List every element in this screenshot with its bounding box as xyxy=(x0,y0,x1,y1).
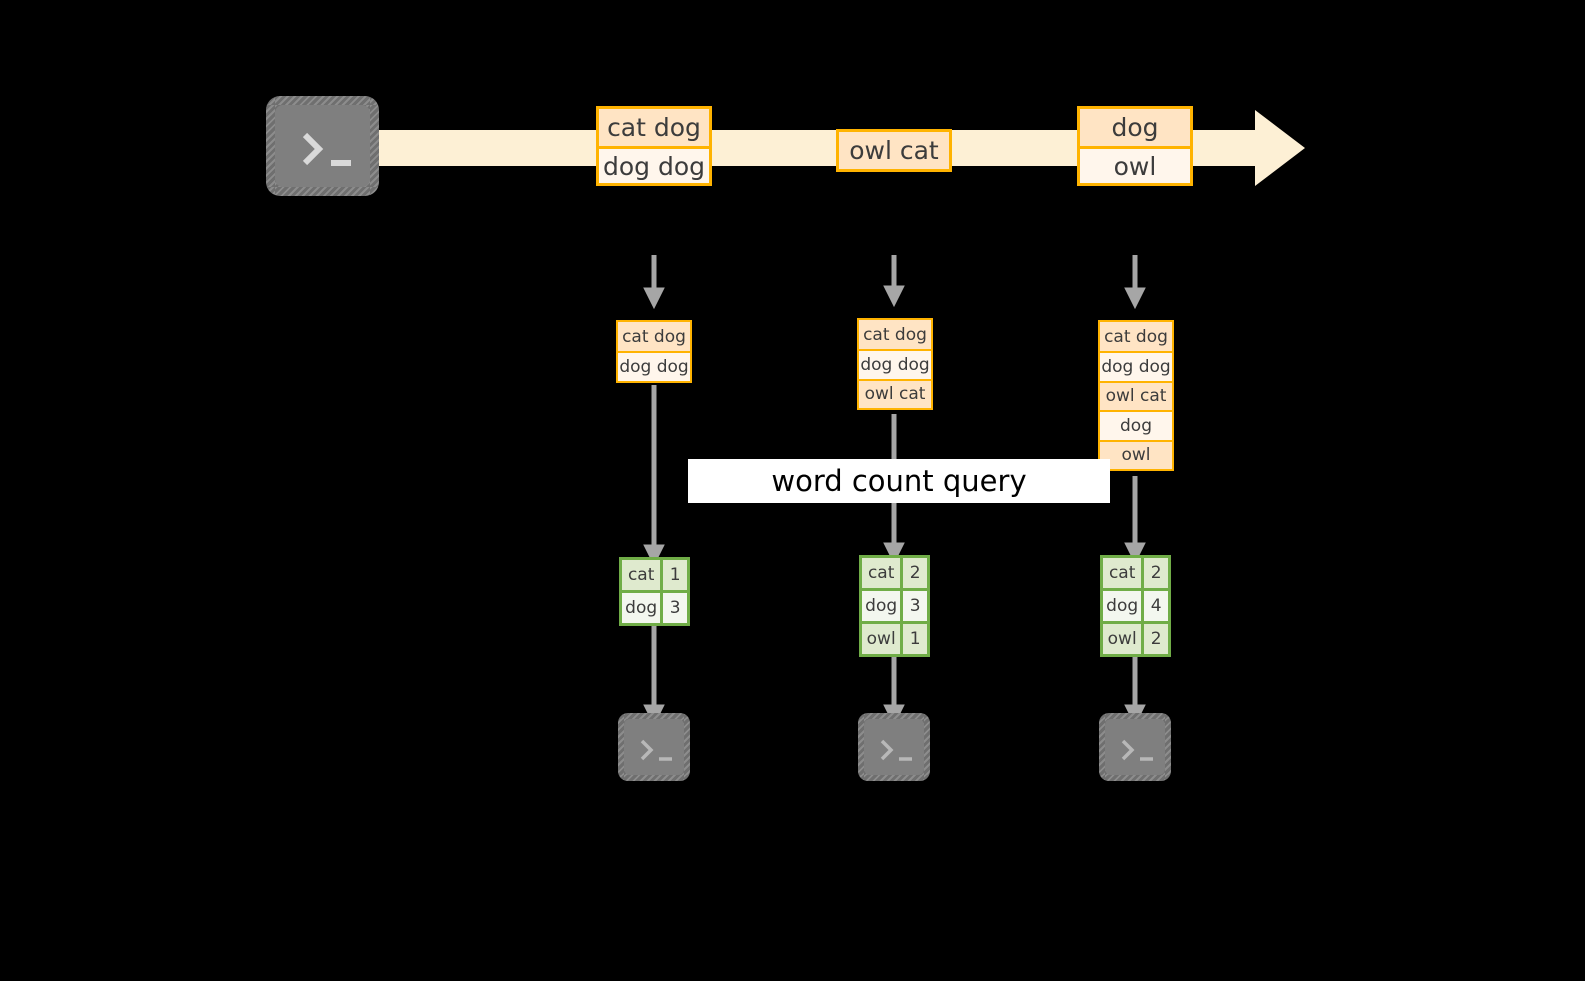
result-word: cat xyxy=(1103,558,1142,588)
result-word: dog xyxy=(862,591,901,621)
result-count: 1 xyxy=(660,560,687,590)
accumulated-message-row: dog dog xyxy=(1100,351,1172,381)
terminal-screen xyxy=(275,105,370,187)
accumulated-message-row: cat dog xyxy=(1100,322,1172,352)
result-count: 2 xyxy=(900,558,927,588)
query-banner: word count query xyxy=(688,459,1110,503)
stream-message-1: cat dog dog dog xyxy=(596,106,712,186)
terminal-screen xyxy=(1105,719,1165,775)
sink-terminal-icon-stage1 xyxy=(618,713,690,781)
terminal-screen xyxy=(624,719,684,775)
accumulated-message-row: cat dog xyxy=(618,322,690,352)
result-row: cat 2 xyxy=(1103,558,1168,588)
result-word: owl xyxy=(862,624,901,654)
result-row: cat 2 xyxy=(862,558,927,588)
result-word: dog xyxy=(622,593,661,623)
result-count: 2 xyxy=(1141,624,1168,654)
accumulated-message-row: dog dog xyxy=(859,349,931,379)
result-count: 4 xyxy=(1141,591,1168,621)
stream-message-line: dog xyxy=(1080,109,1190,146)
accumulated-message-row: owl cat xyxy=(1100,380,1172,411)
result-row: dog 3 xyxy=(862,588,927,621)
accumulated-messages-stage2: cat dog dog dog owl cat xyxy=(857,318,933,411)
query-banner-label: word count query xyxy=(771,464,1027,498)
accumulated-message-row: dog xyxy=(1100,410,1172,440)
result-row: dog 3 xyxy=(622,590,687,623)
accumulated-message-row: owl cat xyxy=(859,378,931,409)
result-table-stage2: cat 2 dog 3 owl 1 xyxy=(859,555,930,657)
result-table-stage1: cat 1 dog 3 xyxy=(619,557,690,626)
terminal-prompt-glyph xyxy=(640,739,672,761)
source-terminal-icon xyxy=(266,96,379,196)
terminal-prompt-glyph xyxy=(302,132,351,166)
result-row: owl 2 xyxy=(1103,621,1168,654)
sink-terminal-icon-stage2 xyxy=(858,713,930,781)
result-table-stage3: cat 2 dog 4 owl 2 xyxy=(1100,555,1171,657)
result-word: cat xyxy=(622,560,661,590)
accumulated-message-row: owl xyxy=(1100,439,1172,469)
accumulated-messages-stage1: cat dog dog dog xyxy=(616,320,692,383)
terminal-prompt-glyph xyxy=(1121,739,1153,761)
result-word: dog xyxy=(1103,591,1142,621)
accumulated-message-row: dog dog xyxy=(618,351,690,381)
stream-message-3: dog owl xyxy=(1077,106,1193,186)
stream-message-line: owl xyxy=(1080,146,1190,183)
result-row: dog 4 xyxy=(1103,588,1168,621)
result-count: 3 xyxy=(900,591,927,621)
stream-message-line: owl cat xyxy=(839,132,949,169)
result-count: 2 xyxy=(1141,558,1168,588)
result-word: owl xyxy=(1103,624,1142,654)
accumulated-messages-stage3: cat dog dog dog owl cat dog owl xyxy=(1098,320,1174,471)
sink-terminal-icon-stage3 xyxy=(1099,713,1171,781)
result-row: cat 1 xyxy=(622,560,687,590)
result-row: owl 1 xyxy=(862,621,927,654)
terminal-prompt-glyph xyxy=(880,739,912,761)
result-count: 1 xyxy=(900,624,927,654)
terminal-screen xyxy=(864,719,924,775)
stream-message-line: cat dog xyxy=(599,109,709,146)
stream-message-2: owl cat xyxy=(836,129,952,172)
accumulated-message-row: cat dog xyxy=(859,320,931,350)
stream-message-line: dog dog xyxy=(599,146,709,183)
result-count: 3 xyxy=(660,593,687,623)
result-word: cat xyxy=(862,558,901,588)
